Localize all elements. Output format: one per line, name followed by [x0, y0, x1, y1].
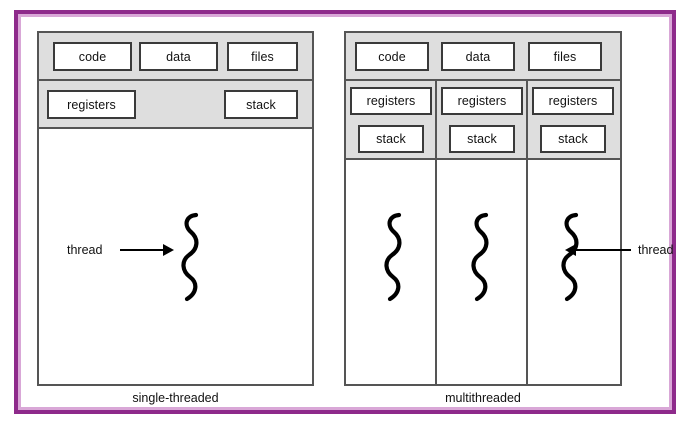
- single-data-label: data: [166, 49, 191, 64]
- multi-files-box: files: [528, 42, 602, 71]
- multi-data-label: data: [465, 49, 491, 64]
- multithreaded-caption: multithreaded: [445, 391, 521, 405]
- figure-outer-frame: code data files registers stack thread s…: [14, 10, 676, 414]
- single-registers-label: registers: [67, 97, 116, 112]
- single-threaded-panel: code data files registers stack: [37, 31, 314, 386]
- multi-thread-label: thread: [638, 243, 674, 257]
- single-threaded-caption: single-threaded: [132, 391, 219, 405]
- multi-thread-arrow-head-icon: [565, 244, 576, 256]
- multi-stack-label-1: stack: [376, 132, 406, 146]
- multi-registers-label-3: registers: [548, 94, 598, 108]
- multi-thread-arrow-line: [575, 249, 631, 251]
- multi-thread-resources-band: registers stack registers stack register…: [346, 81, 620, 160]
- multithreaded-panel: code data files registers stack register…: [344, 31, 622, 386]
- single-thread-arrow-head-icon: [163, 244, 174, 256]
- multi-registers-box-1: registers: [350, 87, 432, 115]
- single-files-box: files: [227, 42, 298, 71]
- single-thread-arrow-line: [120, 249, 166, 251]
- single-thread-resources-band: registers stack: [39, 81, 312, 129]
- multi-thread-squiggle-icon-3: [561, 212, 579, 302]
- single-stack-box: stack: [224, 90, 298, 119]
- single-thread-label: thread: [67, 243, 103, 257]
- single-registers-box: registers: [47, 90, 136, 119]
- multi-stack-box-1: stack: [358, 125, 424, 153]
- single-code-label: code: [78, 49, 107, 64]
- multi-registers-label-1: registers: [366, 94, 416, 108]
- single-shared-band: code data files: [39, 33, 312, 81]
- multi-code-box: code: [355, 42, 429, 71]
- multi-shared-band: code data files: [346, 33, 620, 81]
- multi-stack-label-2: stack: [467, 132, 497, 146]
- multi-thread-squiggle-icon-2: [471, 212, 489, 302]
- multi-stack-box-3: stack: [540, 125, 606, 153]
- multi-column-divider-2: [526, 81, 528, 384]
- figure-stage: code data files registers stack thread s…: [21, 17, 673, 407]
- single-thread-squiggle-icon: [181, 212, 199, 302]
- multi-band-bottom-rule: [346, 158, 620, 160]
- figure-inner-frame: code data files registers stack thread s…: [18, 14, 673, 410]
- multi-code-label: code: [378, 49, 406, 64]
- multi-thread-squiggle-icon-1: [384, 212, 402, 302]
- single-stack-label: stack: [246, 97, 276, 112]
- single-data-box: data: [139, 42, 218, 71]
- multi-stack-label-3: stack: [558, 132, 588, 146]
- single-files-label: files: [251, 49, 274, 64]
- multi-registers-box-3: registers: [532, 87, 614, 115]
- single-code-box: code: [53, 42, 132, 71]
- multi-data-box: data: [441, 42, 515, 71]
- multi-files-label: files: [553, 49, 577, 64]
- multi-registers-box-2: registers: [441, 87, 523, 115]
- multi-stack-box-2: stack: [449, 125, 515, 153]
- multi-registers-label-2: registers: [457, 94, 507, 108]
- multi-column-divider-1: [435, 81, 437, 384]
